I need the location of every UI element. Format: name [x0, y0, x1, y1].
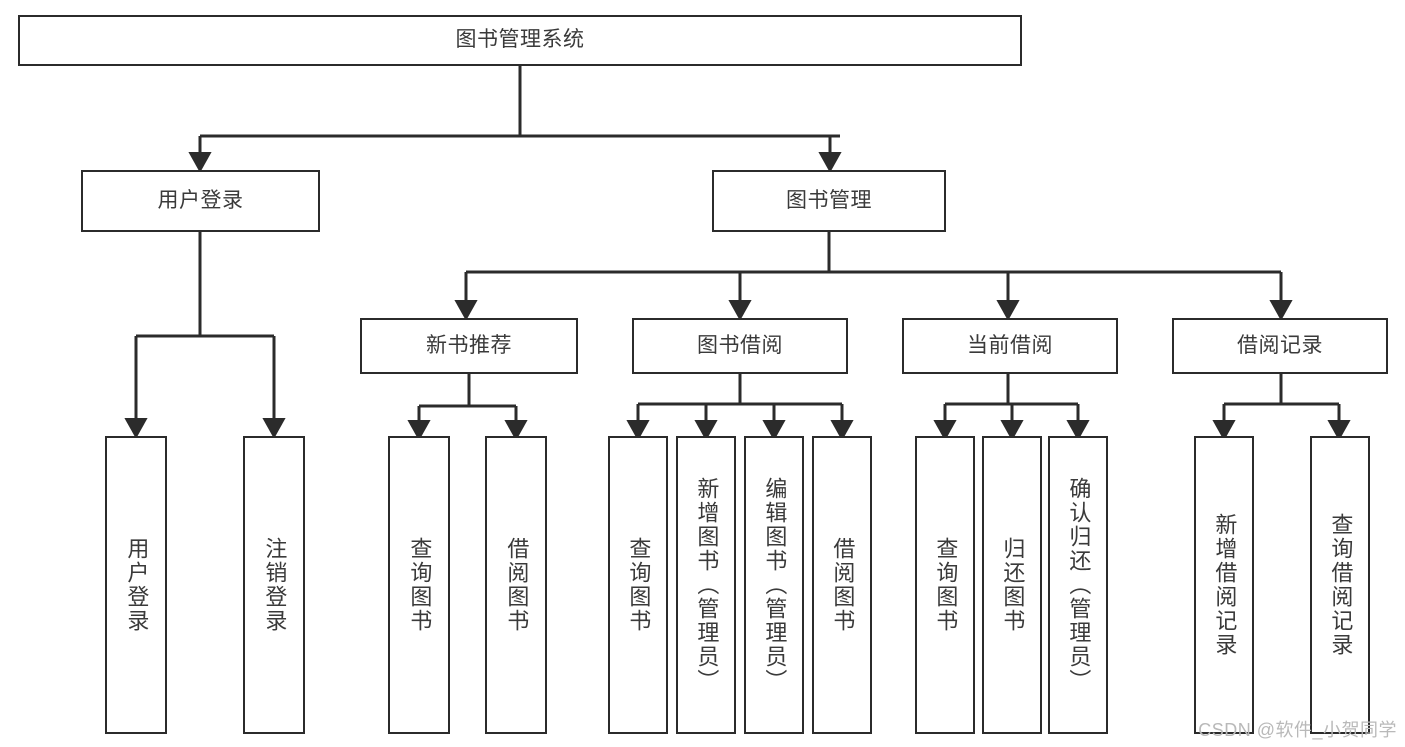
node-book-manage[interactable]: 图书管理: [712, 170, 946, 232]
node-leaf-query-book-1-label: 查询图书: [407, 537, 433, 633]
node-leaf-query-borrow-record-label: 查询借阅记录: [1328, 513, 1354, 657]
node-leaf-query-book-3[interactable]: 查询图书: [915, 436, 975, 734]
node-leaf-query-borrow-record[interactable]: 查询借阅记录: [1310, 436, 1370, 734]
node-book-manage-label: 图书管理: [786, 188, 872, 212]
watermark: CSDN @软件_小贺同学: [1198, 720, 1397, 740]
node-leaf-query-book-3-label: 查询图书: [933, 537, 959, 633]
node-user-login[interactable]: 用户登录: [81, 170, 320, 232]
node-leaf-add-borrow-record[interactable]: 新增借阅记录: [1194, 436, 1254, 734]
node-leaf-add-book[interactable]: 新增图书（管理员）: [676, 436, 736, 734]
node-new-book-recommend[interactable]: 新书推荐: [360, 318, 578, 374]
node-borrow-record-label: 借阅记录: [1237, 333, 1323, 357]
node-book-borrow-label: 图书借阅: [697, 333, 783, 357]
node-leaf-add-book-label: 新增图书（管理员）: [694, 477, 720, 693]
node-leaf-borrow-book-1-label: 借阅图书: [504, 537, 530, 633]
node-leaf-logout-login[interactable]: 注销登录: [243, 436, 305, 734]
node-leaf-user-login-label: 用户登录: [124, 537, 150, 633]
node-leaf-confirm-return[interactable]: 确认归还（管理员）: [1048, 436, 1108, 734]
node-leaf-borrow-book-1[interactable]: 借阅图书: [485, 436, 547, 734]
node-leaf-borrow-book-2-label: 借阅图书: [830, 537, 856, 633]
node-leaf-return-book[interactable]: 归还图书: [982, 436, 1042, 734]
node-new-book-recommend-label: 新书推荐: [426, 333, 512, 357]
node-leaf-logout-login-label: 注销登录: [262, 537, 288, 633]
node-leaf-query-book-1[interactable]: 查询图书: [388, 436, 450, 734]
node-leaf-edit-book[interactable]: 编辑图书（管理员）: [744, 436, 804, 734]
node-root[interactable]: 图书管理系统: [18, 15, 1022, 66]
node-leaf-add-borrow-record-label: 新增借阅记录: [1212, 513, 1238, 657]
node-user-login-label: 用户登录: [157, 188, 244, 212]
node-root-label: 图书管理系统: [455, 28, 585, 52]
node-leaf-confirm-return-label: 确认归还（管理员）: [1066, 477, 1092, 693]
node-book-borrow[interactable]: 图书借阅: [632, 318, 848, 374]
node-leaf-borrow-book-2[interactable]: 借阅图书: [812, 436, 872, 734]
node-leaf-return-book-label: 归还图书: [1000, 537, 1026, 633]
node-current-borrow-label: 当前借阅: [967, 333, 1053, 357]
node-leaf-query-book-2-label: 查询图书: [626, 537, 652, 633]
node-leaf-user-login[interactable]: 用户登录: [105, 436, 167, 734]
node-leaf-query-book-2[interactable]: 查询图书: [608, 436, 668, 734]
node-borrow-record[interactable]: 借阅记录: [1172, 318, 1388, 374]
node-leaf-edit-book-label: 编辑图书（管理员）: [762, 477, 788, 693]
node-current-borrow[interactable]: 当前借阅: [902, 318, 1118, 374]
